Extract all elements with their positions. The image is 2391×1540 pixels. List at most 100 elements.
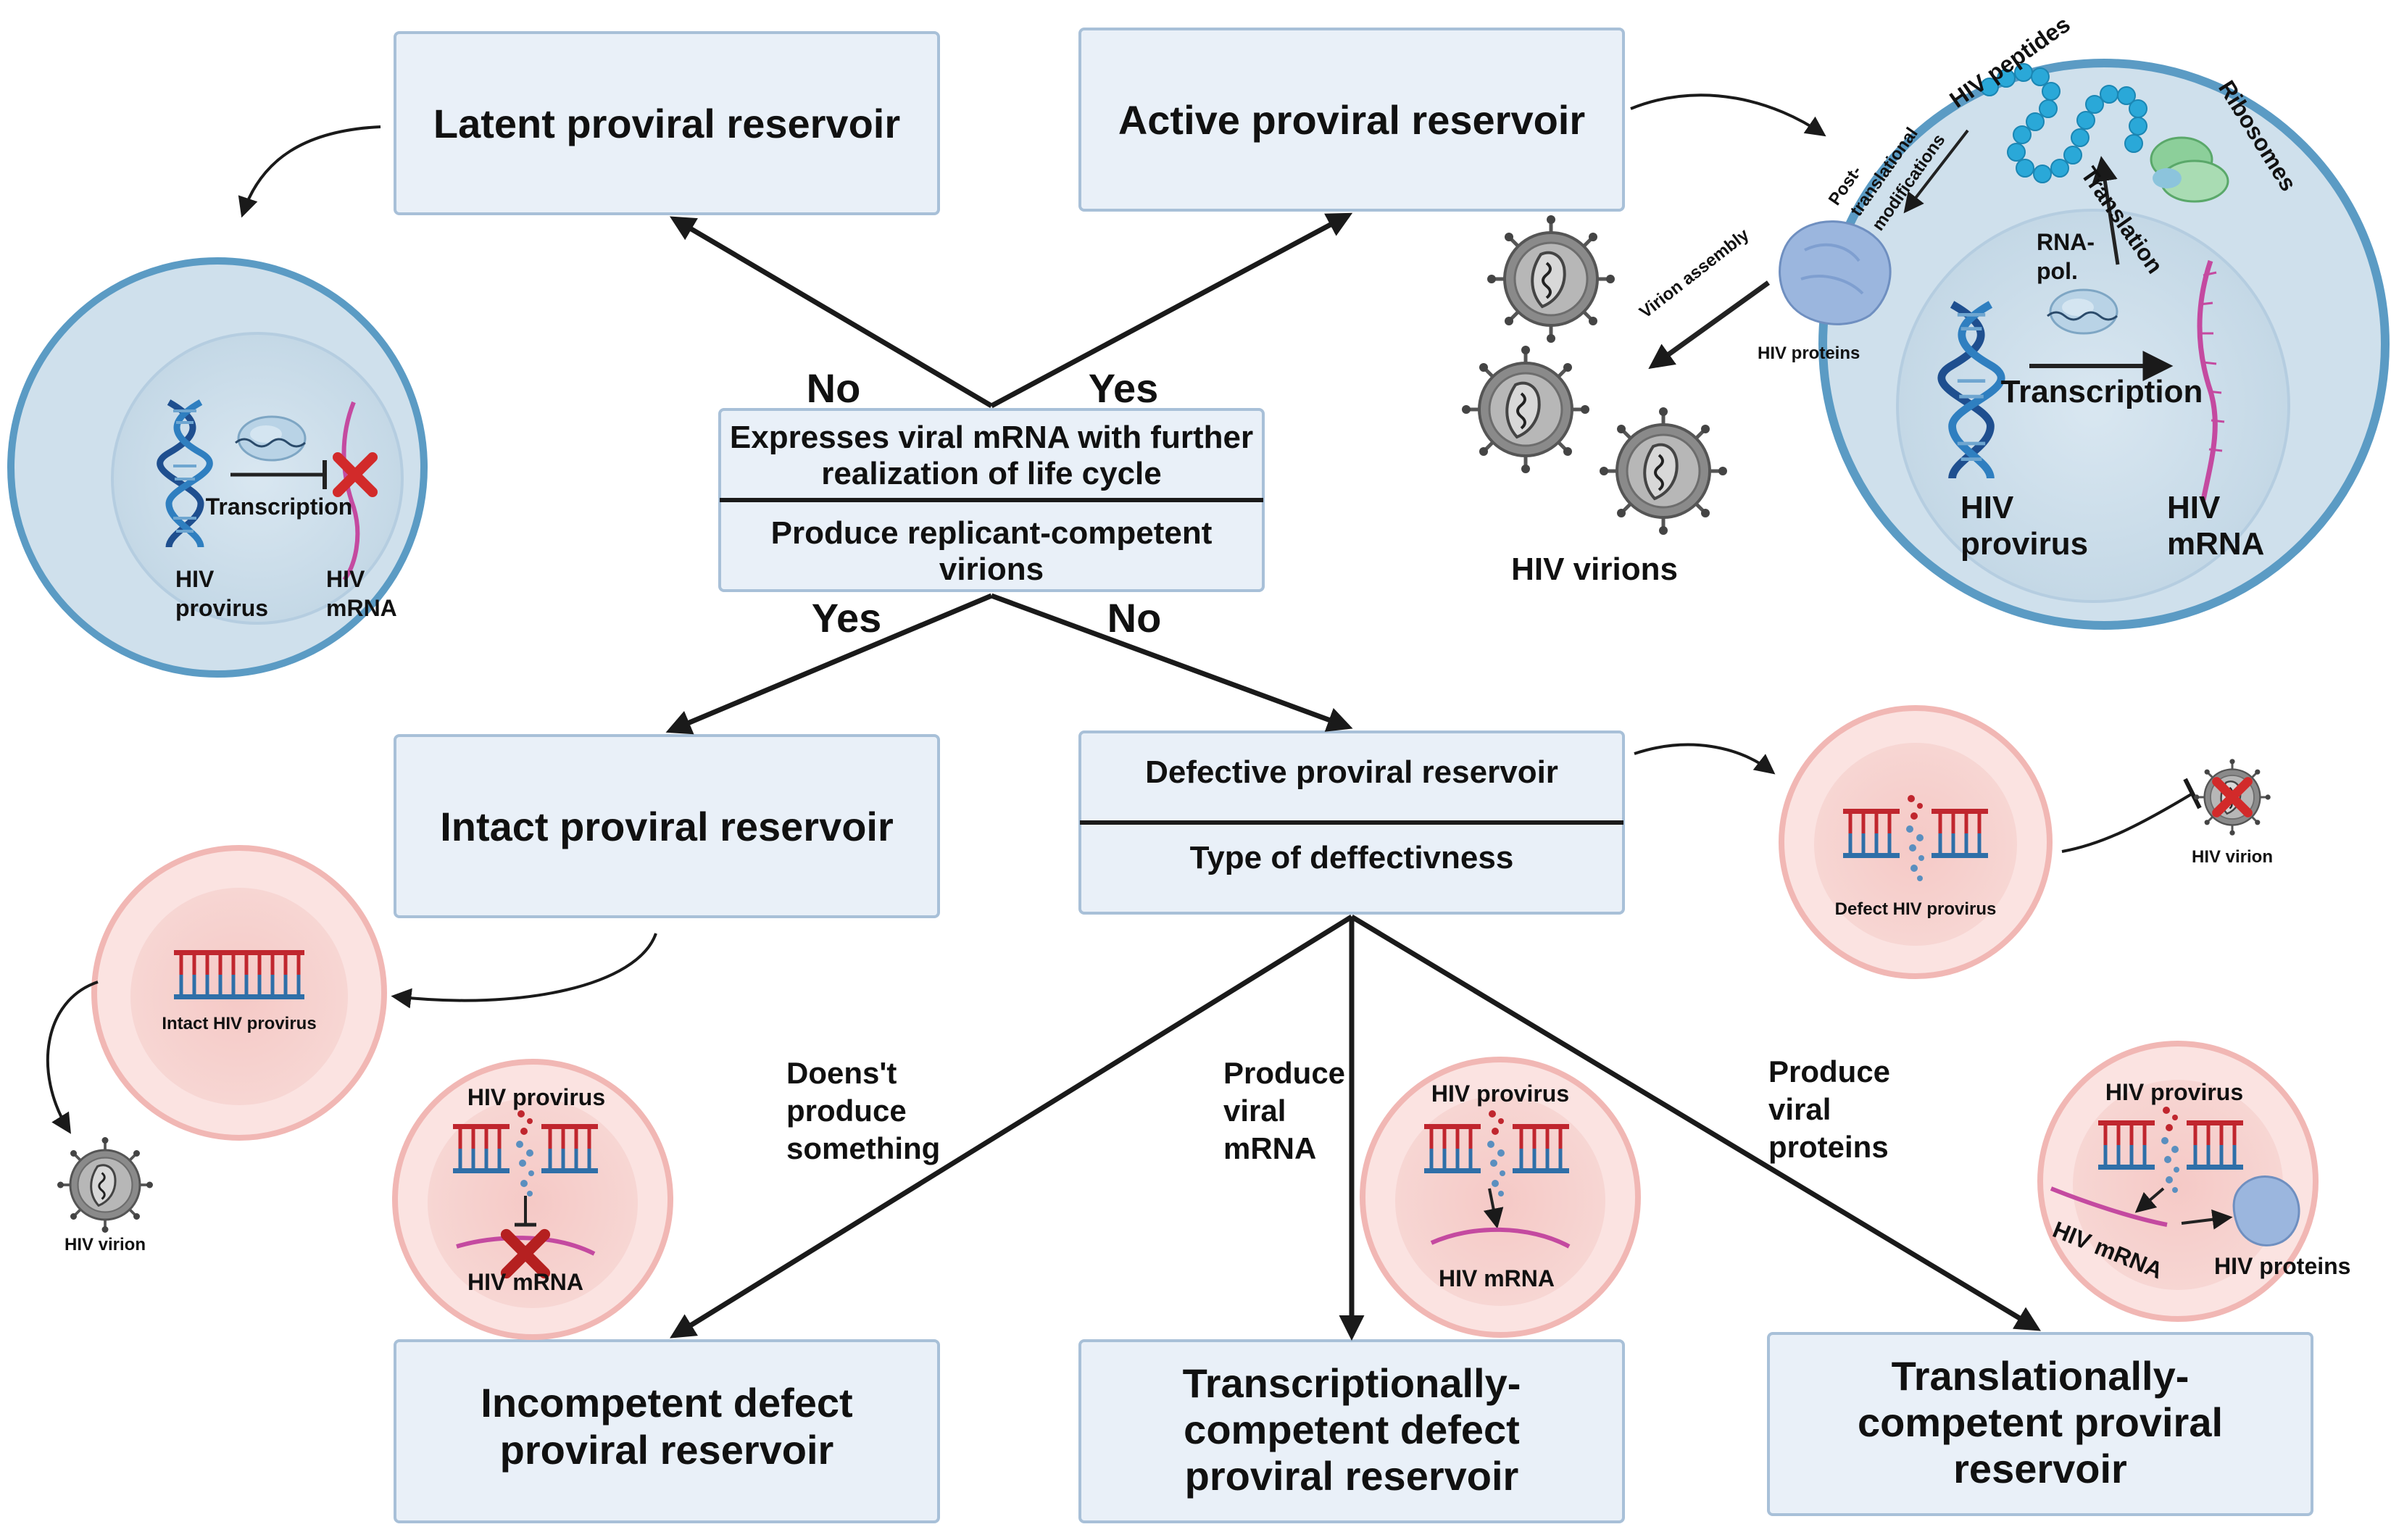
latent-box: Latent proviral reservoir (394, 31, 940, 215)
transcriptional-box: Transcriptionally- competent defect prov… (1078, 1339, 1625, 1523)
answer-yes-top: Yes (1089, 365, 1159, 411)
defect-provirus-label: Defect HIV provirus (1835, 899, 1997, 919)
incompetent-box: Incompetent defect proviral reservoir (394, 1339, 940, 1523)
translational-proteins-label: HIV proteins (2214, 1253, 2350, 1279)
intact-box: Intact proviral reservoir (394, 734, 940, 918)
branch-label-proteins: Produce viral proteins (1768, 1054, 1890, 1164)
translational-cell: HIV provirus HIV mRNA HIV proteins (2037, 1041, 2350, 1322)
rnapol-label-l1: RNA- (2037, 229, 2095, 255)
left-virion-label: HIV virion (65, 1235, 146, 1254)
branch-1-line2: produce (786, 1094, 907, 1128)
hiv-peptides-icon (1980, 63, 2147, 183)
active-title: Active proviral reservoir (1118, 97, 1585, 143)
branch-2-line1: Produce (1223, 1056, 1345, 1090)
inhibit-arrow (2061, 792, 2194, 853)
translation-arrow (2092, 156, 2120, 265)
branch-3-line3: proteins (1768, 1130, 1889, 1164)
active-transcription-label: Transcription (2001, 374, 2203, 409)
virion-icon (1600, 407, 1727, 535)
incompetent-cell: HIV provirus HIV mRNA (392, 1059, 673, 1340)
latent-provirus-l2: provirus (175, 595, 268, 621)
left-virion-icon (56, 1136, 154, 1234)
active-provirus-l1: HIV (1960, 490, 2014, 525)
hiv-virions-group (1462, 215, 1727, 535)
defect-cell: Defect HIV provirus (1779, 705, 2053, 979)
question-box: Expresses viral mRNA with further realiz… (718, 408, 1265, 592)
intact-provirus-label: Intact HIV provirus (162, 1014, 316, 1033)
transcriptional-line3: proviral reservoir (1185, 1453, 1519, 1499)
branch-2-line3: mRNA (1223, 1131, 1316, 1165)
branch-label-nothing: Doens't produce something (786, 1056, 940, 1165)
virion-icon (1462, 346, 1589, 473)
incompetent-line2: proviral reservoir (500, 1427, 834, 1473)
virion-assembly-arrow (1648, 280, 1771, 370)
arrow-to-active (990, 212, 1353, 409)
transcriptional-line2: competent defect (1184, 1407, 1520, 1452)
active-cell: Transcription RNA- pol. HIV provirus HIV… (1758, 11, 2390, 630)
active-box: Active proviral reservoir (1078, 28, 1625, 212)
latent-title: Latent proviral reservoir (433, 101, 900, 146)
latent-cell: Transcription HIV provirus HIV mRNA (7, 257, 428, 678)
arrow-intact-to-cell (391, 933, 657, 1009)
branch-1-line3: something (786, 1131, 940, 1165)
question-2-line2: virions (939, 552, 1044, 587)
branch-3-line2: viral (1768, 1092, 1831, 1126)
transcriptional-line1: Transcriptionally- (1183, 1360, 1521, 1406)
arrow-to-incompetent (670, 915, 1353, 1339)
arrow-defective-to-cell (1634, 743, 1776, 775)
transcriptional-provirus-label: HIV provirus (1431, 1081, 1569, 1107)
incompetent-mrna-icon (456, 1236, 596, 1256)
cross-icon (500, 1228, 551, 1279)
ptm-arrow (1903, 129, 1969, 214)
mrna-strand-icon (341, 401, 360, 581)
question-1-line1: Expresses viral mRNA with further (730, 420, 1253, 455)
answer-no-top: No (807, 365, 861, 411)
transcriptional-mrna-label: HIV mRNA (1439, 1265, 1555, 1291)
branch-3-line1: Produce (1768, 1054, 1890, 1089)
arrow-to-intact (665, 593, 993, 735)
incompetent-provirus-label: HIV provirus (467, 1084, 605, 1110)
translational-box: Translationally- competent proviral rese… (1767, 1332, 2313, 1516)
translational-provirus-label: HIV provirus (2105, 1079, 2243, 1105)
incompetent-mrna-label: HIV mRNA (467, 1269, 583, 1295)
active-provirus-l2: provirus (1960, 526, 2088, 562)
intact-title: Intact proviral reservoir (440, 804, 894, 849)
flow-arrows (665, 212, 2041, 1341)
latent-mrna-l1: HIV (326, 566, 365, 592)
hiv-virions-label: HIV virions (1511, 552, 1678, 587)
arrow-intact-to-virion (46, 981, 99, 1134)
translational-line3: reservoir (1953, 1446, 2127, 1491)
translational-mrna-icon (2050, 1186, 2168, 1227)
answer-yes-bottom: Yes (812, 595, 882, 641)
ribosome-icon (2150, 136, 2229, 203)
blocked-virion-label: HIV virion (2192, 847, 2273, 867)
branch-1-line1: Doens't (786, 1056, 897, 1090)
intact-cell: Intact HIV provirus (91, 845, 387, 1141)
transcriptional-cell: HIV provirus HIV mRNA (1360, 1057, 1641, 1338)
arrow-to-translational (1350, 915, 2041, 1331)
active-mrna-l2: mRNA (2167, 526, 2264, 562)
arrow-to-latent (669, 216, 993, 409)
arrow-active-to-cell (1630, 93, 1826, 137)
transcriptional-mrna-icon (1430, 1227, 1571, 1249)
arrow-to-defective (990, 593, 1353, 732)
question-1-line2: realization of life cycle (821, 456, 1162, 491)
defective-box: Defective proviral reservoir Type of def… (1078, 731, 1625, 915)
hiv-proteins-icon (1779, 220, 1892, 325)
latent-provirus-l1: HIV (175, 566, 215, 592)
answer-no-bottom: No (1107, 595, 1162, 641)
branch-2-line2: viral (1223, 1094, 1286, 1128)
translational-line2: competent proviral (1858, 1399, 2223, 1445)
arrow-latent-to-cell (238, 125, 381, 218)
translational-proteins-icon (2232, 1175, 2300, 1246)
latent-transcription-label: Transcription (206, 494, 353, 520)
defect-type-label: Type of deffectivness (1190, 840, 1514, 875)
rnapol-label-l2: pol. (2037, 258, 2078, 284)
latent-mrna-l2: mRNA (326, 595, 397, 621)
translational-line1: Translationally- (1892, 1353, 2190, 1399)
active-mrna-l1: HIV (2167, 490, 2221, 525)
active-hiv-proteins-label: HIV proteins (1758, 344, 1860, 363)
branch-label-mrna: Produce viral mRNA (1223, 1056, 1345, 1165)
question-2-line1: Produce replicant-competent (771, 515, 1213, 551)
